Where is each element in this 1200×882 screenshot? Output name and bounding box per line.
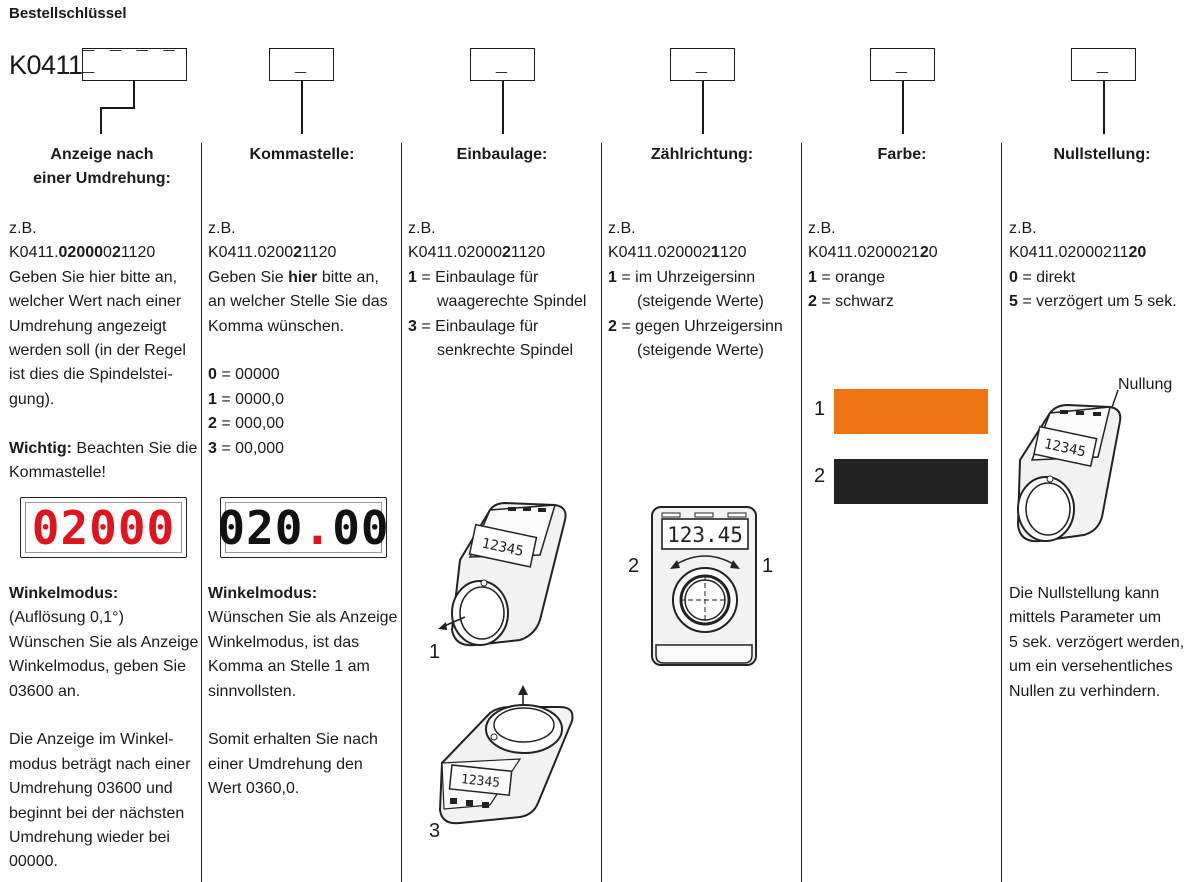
figure-label-3: 3	[429, 820, 441, 842]
column-divider	[601, 143, 603, 882]
code-field-color: _	[870, 48, 935, 81]
decimal-option: 2 = 000,00	[208, 415, 285, 433]
direction-option: 1 = im Uhrzeigersinn	[608, 268, 756, 286]
zero-option: 0 = direkt	[1009, 268, 1076, 286]
example-code: K0411.0200021120	[408, 244, 546, 262]
swatch-label-2: 2	[814, 465, 826, 487]
column-heading-direction: Zählrichtung:	[650, 146, 754, 163]
svg-text:123.45: 123.45	[667, 523, 743, 547]
connector-line	[702, 81, 704, 134]
zero-description: Die Nullstellung kann mittels Parameter …	[1009, 585, 1185, 700]
display-example-black: 020.00	[217, 497, 389, 558]
color-option: 2 = schwarz	[808, 293, 894, 311]
display-example-red: 02000	[20, 497, 187, 558]
example-code: K0411.0200021120	[608, 244, 747, 262]
connector-line	[1103, 81, 1105, 134]
decimal-option: 0 = 00000	[208, 366, 280, 384]
color-option: 1 = orange	[808, 268, 885, 286]
column-body-decimal: z.B. K0411.020021120 Geben Sie hier bitt…	[208, 217, 403, 461]
connector-line	[301, 81, 303, 134]
column-heading-zero: Nullstellung:	[1053, 146, 1151, 163]
example-code: K0411.0200021120	[1009, 244, 1147, 262]
code-field-decimal: _	[269, 48, 334, 81]
connector-line	[902, 81, 904, 134]
column-body-direction: z.B. K0411.0200021120 1 = im Uhrzeigersi…	[608, 217, 803, 363]
example-code: K0411.020002120	[808, 244, 938, 262]
column-heading-decimal: Kommastelle:	[249, 146, 355, 163]
black-swatch	[834, 459, 988, 504]
zero-reset-label: Nullung	[1118, 376, 1173, 393]
mounting-option: 1 = Einbaulage für	[408, 268, 539, 286]
column-body-display-value: z.B. K0411.02000021120 Geben Sie hier bi…	[9, 217, 204, 485]
column-body-mounting: z.B. K0411.0200021120 1 = Einbaulage für…	[408, 217, 603, 363]
code-field-mounting: _	[470, 48, 535, 81]
code-field-display-value: _ _ _ _ _	[82, 33, 187, 81]
example-code: K0411.020021120	[208, 244, 337, 262]
mounting-option: 3 = Einbaulage für	[408, 317, 539, 335]
column-heading-display-value: Anzeige nach einer Umdrehung:	[33, 146, 171, 187]
device-horizontal-illustration: 12345	[438, 501, 567, 647]
column-heading-mounting: Einbaulage:	[456, 146, 548, 163]
zero-option: 5 = verzögert um 5 sek.	[1009, 293, 1177, 311]
column-heading-color: Farbe:	[877, 146, 927, 163]
direction-label-right: 1	[762, 555, 774, 577]
svg-text:12345: 12345	[460, 772, 500, 791]
column-divider	[1001, 143, 1003, 882]
connector-line	[100, 107, 135, 109]
code-field-zero: _	[1071, 48, 1136, 81]
connector-line	[133, 81, 135, 109]
connector-line	[100, 107, 102, 134]
column-divider	[201, 143, 203, 882]
column-divider	[801, 143, 803, 882]
important-note: Wichtig: Beachten Sie die	[9, 439, 198, 457]
order-code-prefix: K0411.	[9, 50, 90, 80]
orange-swatch	[834, 389, 988, 434]
angle-mode-section: Winkelmodus: Wünschen Sie als Anzeige Wi…	[208, 585, 398, 798]
device-zero-illustration: 12345	[1016, 389, 1122, 543]
column-body-color: z.B. K0411.020002120 1 = orange 2 = schw…	[808, 217, 1003, 315]
page-title: Bestellschlüssel	[9, 5, 127, 22]
decimal-option: 3 = 00,000	[208, 439, 285, 457]
swatch-label-1: 1	[814, 398, 826, 420]
device-vertical-illustration: 12345	[438, 685, 574, 825]
column-divider	[401, 143, 403, 882]
connector-line	[502, 81, 504, 134]
figure-label-1: 1	[429, 641, 441, 663]
angle-mode-section: Winkelmodus: (Auflösung 0,1°) Wünschen S…	[9, 585, 199, 871]
direction-option: 2 = gegen Uhrzeigersinn	[608, 317, 783, 335]
device-front-illustration: 123.45	[651, 506, 757, 666]
column-body-zero: z.B. K0411.0200021120 0 = direkt 5 = ver…	[1009, 217, 1200, 315]
example-code: K0411.02000021120	[9, 244, 156, 262]
code-field-direction: _	[670, 48, 735, 81]
decimal-option: 1 = 0000,0	[208, 390, 285, 408]
direction-label-left: 2	[628, 555, 640, 577]
